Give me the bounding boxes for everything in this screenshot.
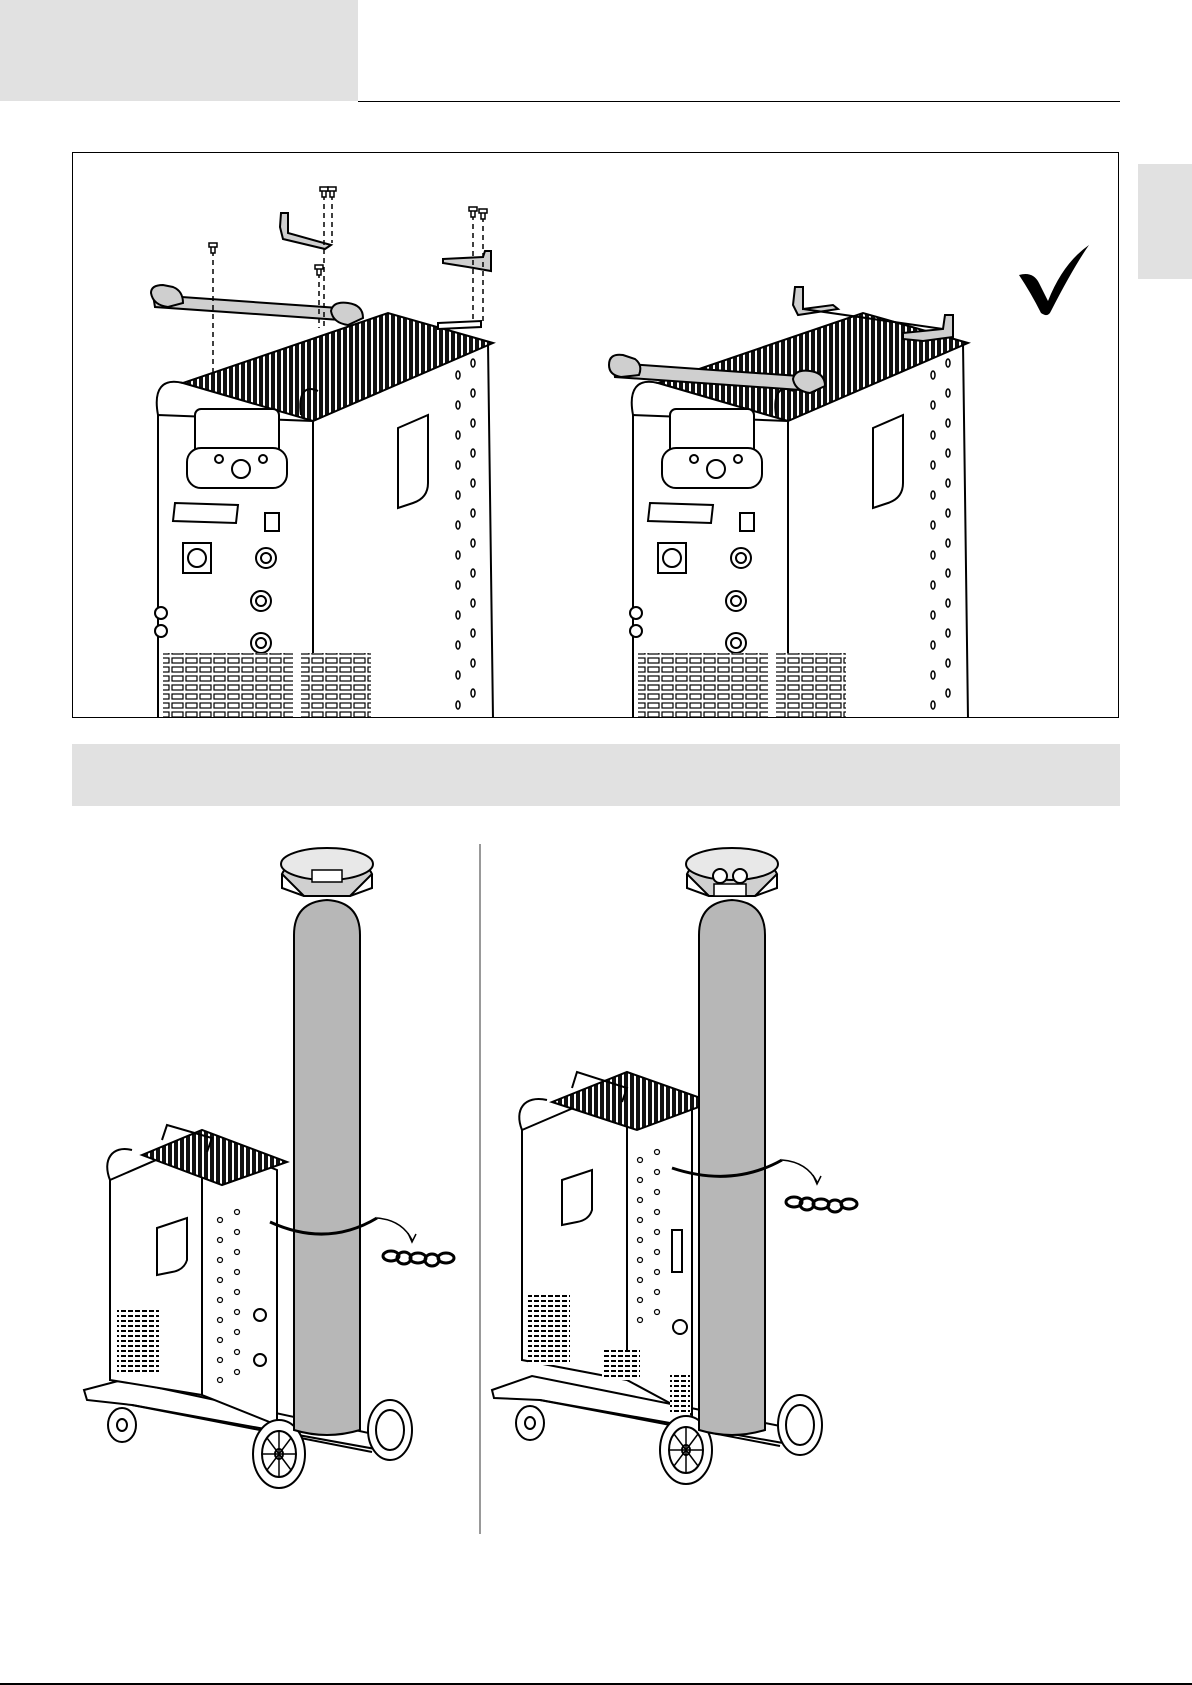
chain-icon-right: [786, 1197, 857, 1212]
bracket-mounting-figure: [72, 152, 1119, 718]
header-rule: [358, 101, 1120, 102]
cylinder-scene-right: [492, 848, 822, 1484]
gas-cylinder-right: [699, 900, 765, 1435]
header-box: [0, 0, 358, 101]
checkmark-icon: [1019, 245, 1089, 315]
cylinder-scene-left: [84, 848, 416, 1488]
machine-left: [151, 213, 493, 718]
gas-cylinder-left: [294, 900, 360, 1435]
section-bar: [72, 744, 1120, 806]
gas-cylinder-figure: [72, 840, 1120, 1540]
side-tab: [1138, 164, 1192, 279]
machine-right: [609, 287, 968, 718]
chain-icon: [383, 1251, 454, 1266]
